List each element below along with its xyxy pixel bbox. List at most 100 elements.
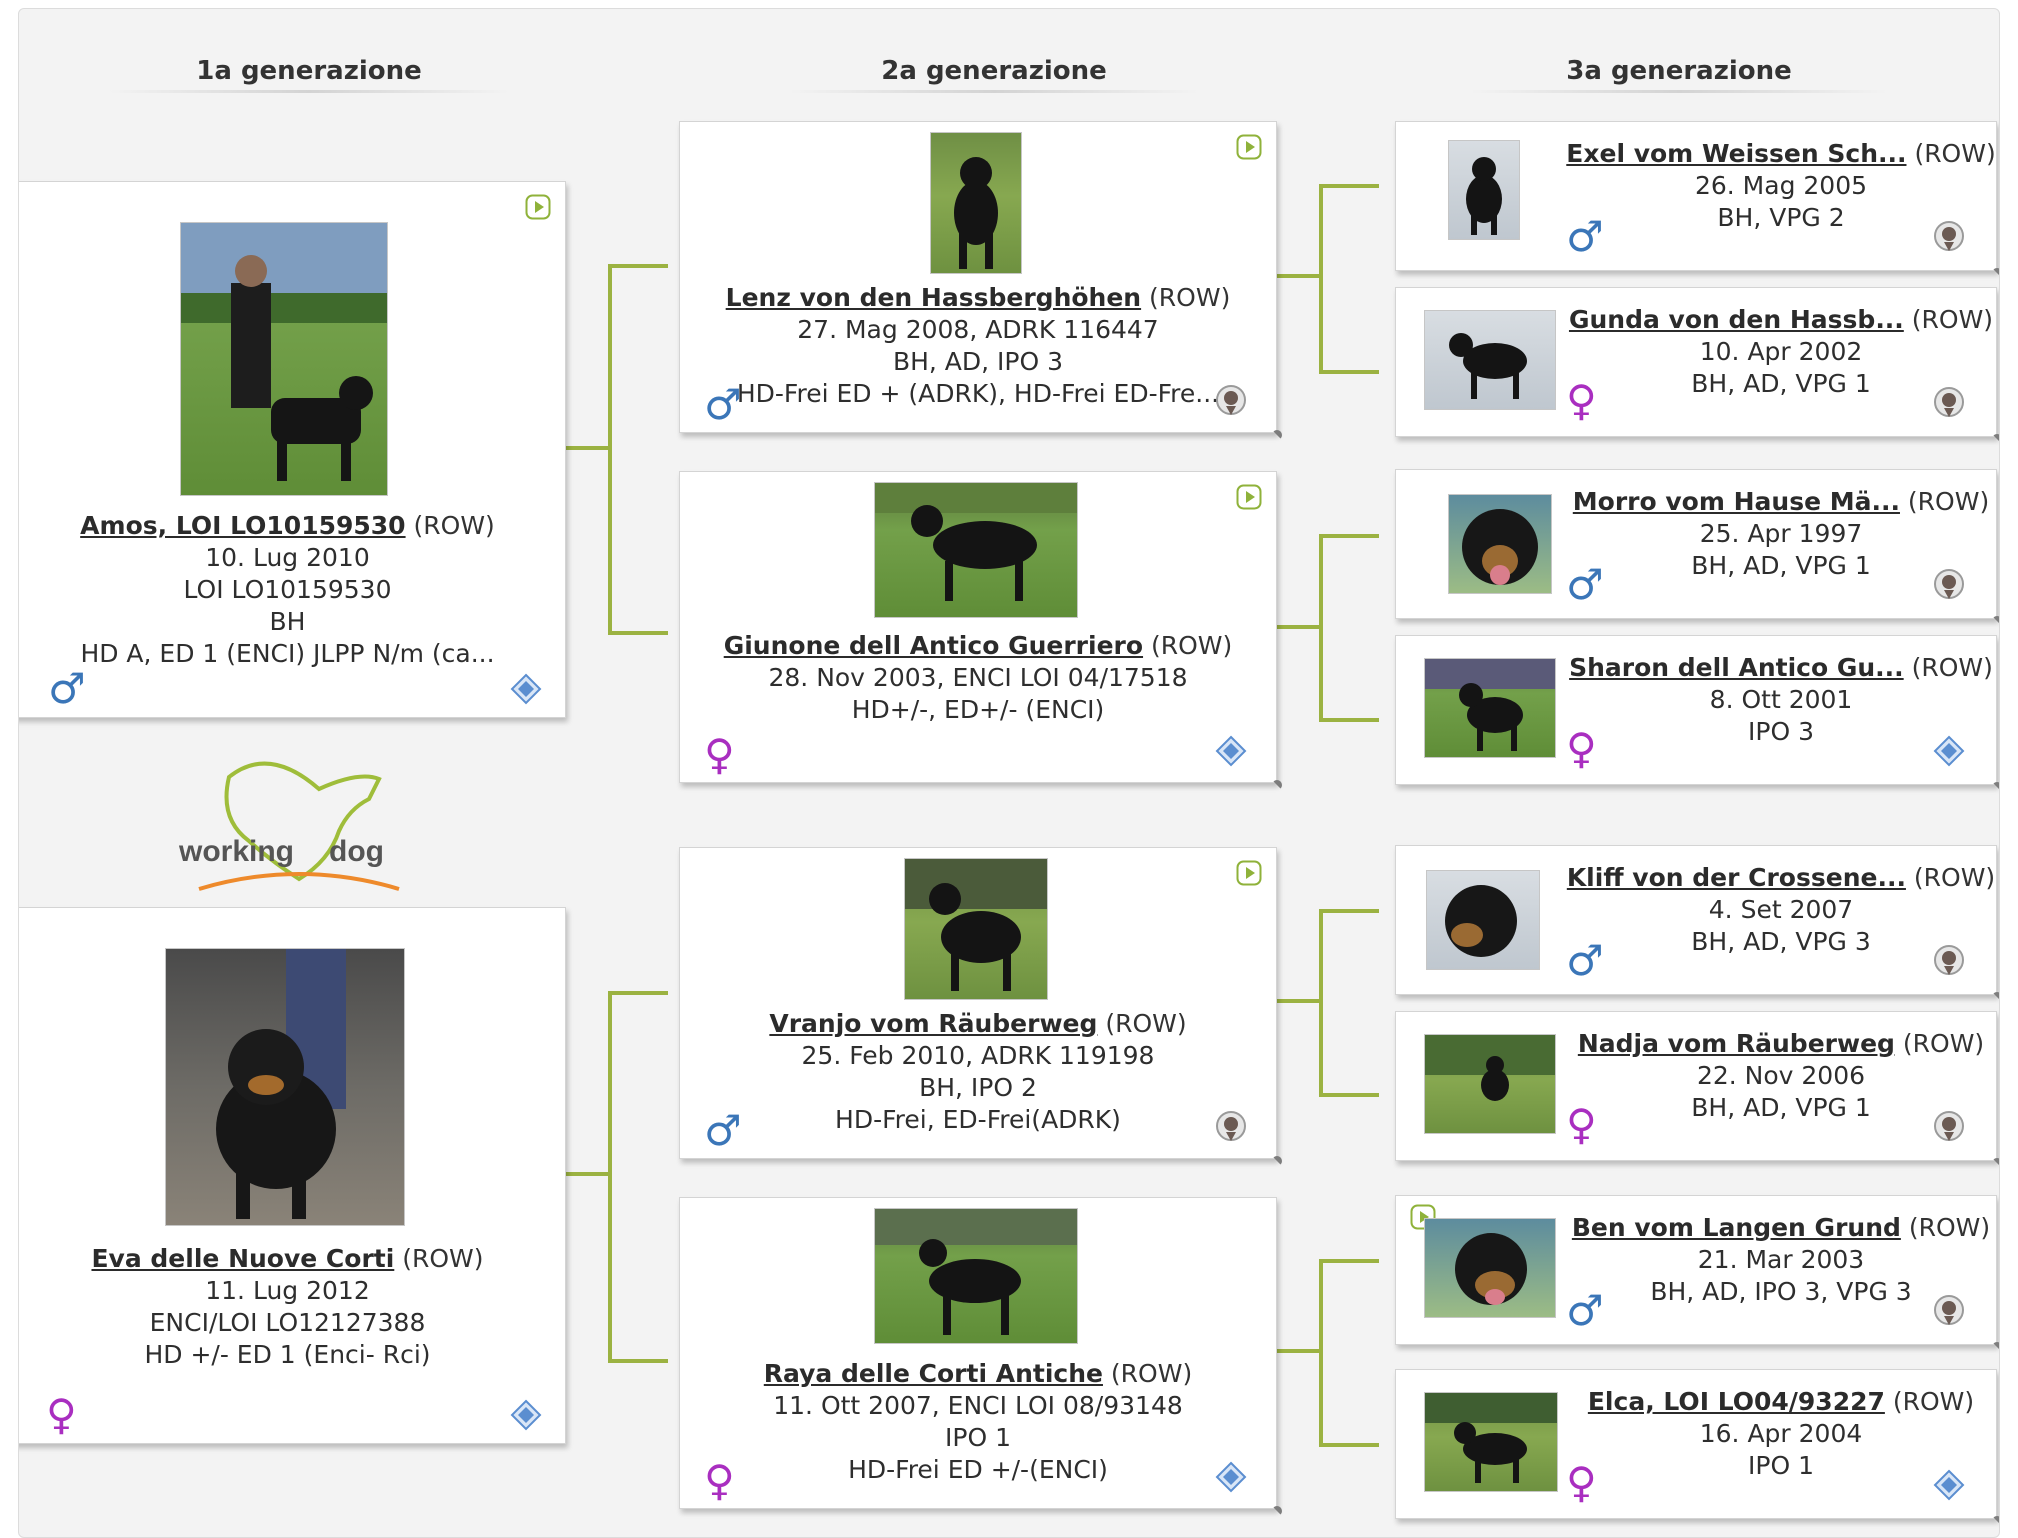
dog-photo[interactable] (165, 948, 405, 1226)
dog-name-link[interactable]: Morro vom Hause Mä... (1572, 487, 1900, 516)
dog-name-link[interactable]: Amos, LOI LO10159530 (80, 511, 406, 540)
connector-line (1319, 1093, 1379, 1097)
registry-tag: (ROW) (1907, 487, 1990, 516)
dog-name-link[interactable]: Raya delle Corti Antiche (763, 1359, 1103, 1388)
titles: BH, AD, IPO 3, VPG 3 (1650, 1277, 1912, 1306)
connector-line (608, 631, 668, 635)
dog-name-link[interactable]: Ben vom Langen Grund (1571, 1213, 1901, 1242)
male-icon: ♂ (704, 380, 742, 429)
gen3-card[interactable]: Elca, LOI LO04/93227 (ROW) 16. Apr 2004 … (1395, 1369, 1997, 1519)
generation-1-title: 1a generazione (59, 51, 559, 93)
dog-photo[interactable] (1424, 1034, 1556, 1134)
gen2-card[interactable]: Giunone dell Antico Guerriero (ROW) 28. … (679, 471, 1277, 783)
gen3-card[interactable]: Morro vom Hause Mä... (ROW) 25. Apr 1997… (1395, 469, 1997, 619)
dog-photo[interactable] (874, 482, 1078, 618)
dog-photo[interactable] (904, 858, 1048, 1000)
dog-name-link[interactable]: Giunone dell Antico Guerriero (723, 631, 1144, 660)
pedigree-stage: 1a generazione 2a generazione 3a generaz… (18, 8, 2000, 1538)
gen1-card-sire[interactable]: Amos, LOI LO10159530 (ROW) 10. Lug 2010 … (19, 181, 566, 718)
dog-photo[interactable] (1424, 1392, 1558, 1492)
dog-photo[interactable] (1424, 658, 1556, 758)
gen2-card[interactable]: Vranjo vom Räuberweg (ROW) 25. Feb 2010,… (679, 847, 1277, 1159)
medal-icon[interactable] (1932, 386, 1966, 420)
titles: BH, AD, VPG 3 (1691, 927, 1871, 956)
registration-number: ENCI/LOI LO12127388 (149, 1308, 426, 1337)
medal-icon[interactable] (1932, 1110, 1966, 1144)
connector-line (1319, 909, 1379, 913)
registry-tag: (ROW) (1892, 1387, 1975, 1416)
dog-photo[interactable] (1424, 310, 1556, 410)
dog-photo[interactable] (1426, 870, 1540, 970)
medal-icon[interactable] (1932, 944, 1966, 978)
gen2-card[interactable]: Raya delle Corti Antiche (ROW) 11. Ott 2… (679, 1197, 1277, 1509)
dog-photo-icon (905, 859, 1047, 991)
dog-name-link[interactable]: Exel vom Weissen Sch... (1566, 139, 1907, 168)
play-video-icon[interactable] (1236, 484, 1262, 510)
medal-icon[interactable] (1932, 220, 1966, 254)
dog-name-link[interactable]: Kliff von der Crossene... (1566, 863, 1906, 892)
gen3-card[interactable]: Nadja vom Räuberweg (ROW) 22. Nov 2006 B… (1395, 1011, 1997, 1161)
health-results: HD+/-, ED+/- (ENCI) (851, 695, 1105, 724)
play-video-icon[interactable] (1236, 860, 1262, 886)
registry-tag: (ROW) (413, 511, 495, 540)
titles: IPO 3 (1748, 717, 1814, 746)
shield-icon[interactable] (1932, 1468, 1966, 1502)
dog-name-line: Lenz von den Hassberghöhen (ROW) (680, 282, 1276, 314)
gen3-card[interactable]: Gunda von den Hassb... (ROW) 10. Apr 200… (1395, 287, 1997, 437)
registry-tag: (ROW) (1908, 1213, 1991, 1242)
dog-photo-icon (1449, 333, 1527, 399)
play-video-icon[interactable] (525, 194, 551, 220)
birth-registration: 11. Ott 2007, ENCI LOI 08/93148 (773, 1391, 1183, 1420)
connector-line (564, 446, 610, 450)
dog-name-line: Ben vom Langen Grund (ROW) (1566, 1212, 1996, 1244)
dog-name-link[interactable]: Vranjo vom Räuberweg (769, 1009, 1098, 1038)
medal-icon[interactable] (1932, 568, 1966, 602)
birth-registration: 25. Feb 2010, ADRK 119198 (801, 1041, 1155, 1070)
dog-name-link[interactable]: Elca, LOI LO04/93227 (1587, 1387, 1885, 1416)
dog-name-link[interactable]: Nadja vom Räuberweg (1577, 1029, 1895, 1058)
dog-photo[interactable] (874, 1208, 1078, 1344)
female-icon: ♀ (704, 730, 735, 779)
registry-tag: (ROW) (1913, 863, 1996, 892)
logo-text-working: working (179, 835, 294, 868)
shield-icon[interactable] (509, 672, 543, 706)
dog-name-link[interactable]: Lenz von den Hassberghöhen (725, 283, 1142, 312)
male-icon: ♂ (1566, 1286, 1604, 1335)
registration-number: LOI LO10159530 (183, 575, 392, 604)
gen3-card[interactable]: Ben vom Langen Grund (ROW) 21. Mar 2003 … (1395, 1195, 1997, 1345)
dog-photo-icon (216, 949, 346, 1219)
logo-text-dog: dog (329, 835, 384, 868)
dog-photo-icon (1462, 509, 1538, 585)
dog-photo-icon (954, 157, 998, 269)
health-results: HD A, ED 1 (ENCI) JLPP N/m (ca... (80, 639, 495, 668)
dog-photo[interactable] (1448, 140, 1520, 240)
shield-icon[interactable] (509, 1398, 543, 1432)
gen2-card[interactable]: Lenz von den Hassberghöhen (ROW) 27. Mag… (679, 121, 1277, 433)
shield-icon[interactable] (1932, 734, 1966, 768)
birth-date: 22. Nov 2006 (1696, 1061, 1866, 1090)
dog-name-line: Elca, LOI LO04/93227 (ROW) (1566, 1386, 1996, 1418)
dog-photo[interactable] (1424, 1218, 1556, 1318)
dog-name-link[interactable]: Gunda von den Hassb... (1568, 305, 1904, 334)
dog-photo[interactable] (930, 132, 1022, 274)
birth-registration: 28. Nov 2003, ENCI LOI 04/17518 (768, 663, 1188, 692)
male-icon: ♂ (48, 664, 86, 713)
gen3-card[interactable]: Sharon dell Antico Gu... (ROW) 8. Ott 20… (1395, 635, 1997, 785)
birth-date: 26. Mag 2005 (1694, 171, 1868, 200)
gen3-card[interactable]: Exel vom Weissen Sch... (ROW) 26. Mag 20… (1395, 121, 1997, 271)
medal-icon[interactable] (1214, 1110, 1248, 1144)
connector-line (1319, 718, 1379, 722)
dog-name-link[interactable]: Eva delle Nuove Corti (91, 1244, 395, 1273)
medal-icon[interactable] (1932, 1294, 1966, 1328)
shield-icon[interactable] (1214, 1460, 1248, 1494)
dog-name-link[interactable]: Sharon dell Antico Gu... (1569, 653, 1904, 682)
gen3-card[interactable]: Kliff von der Crossene... (ROW) 4. Set 2… (1395, 845, 1997, 995)
dog-photo[interactable] (1448, 494, 1552, 594)
gen1-card-dam[interactable]: Eva delle Nuove Corti (ROW) 11. Lug 2012… (19, 907, 566, 1444)
medal-icon[interactable] (1214, 384, 1248, 418)
connector-line (608, 1359, 668, 1363)
dog-photo[interactable] (180, 222, 388, 496)
dog-name-line: Eva delle Nuove Corti (ROW) (19, 1243, 565, 1275)
shield-icon[interactable] (1214, 734, 1248, 768)
play-video-icon[interactable] (1236, 134, 1262, 160)
